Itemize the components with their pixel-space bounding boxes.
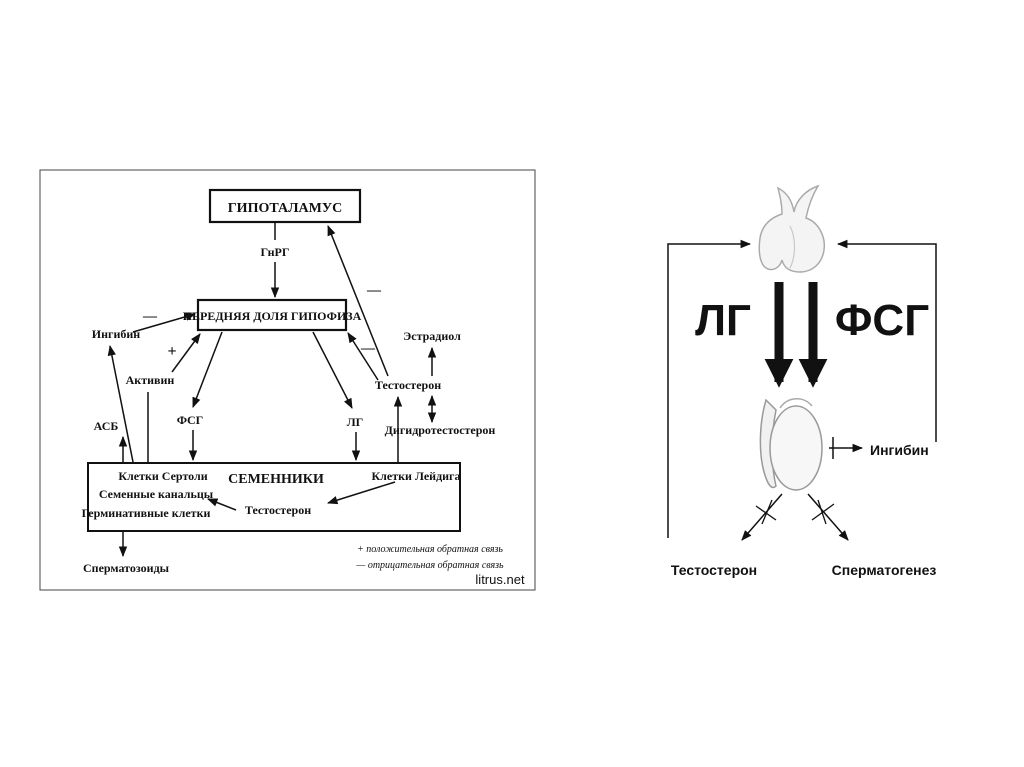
fsh-big-label: ФСГ <box>835 296 929 345</box>
spermatogenesis-cross-b <box>817 499 827 525</box>
sperm-label: Сперматозоиды <box>83 561 170 575</box>
testosterone-right-label: Тестостерон <box>671 562 757 578</box>
spermatogenesis-label: Сперматогенез <box>832 562 937 578</box>
testis-to-spermatogenesis-arrow <box>807 493 849 541</box>
inhibin-to-pituitary-arrow <box>132 312 197 333</box>
testosterone-cross-b <box>761 499 773 525</box>
estradiol-label: Эстрадиол <box>403 329 461 343</box>
testosterone-inner-label: Тестостерон <box>245 503 311 517</box>
lh-label: ЛГ <box>347 415 364 429</box>
left-diagram: ГИПОТАЛАМУС ГнРГ ПЕРЕДНЯЯ ДОЛЯ ГИПОФИЗА … <box>39 169 536 591</box>
leydig-to-testosterone-inner-arrow <box>326 481 396 505</box>
pituitary-label: ПЕРЕДНЯЯ ДОЛЯ ГИПОФИЗА <box>183 309 362 323</box>
dht-label: Дигидротестостерон <box>385 423 496 437</box>
legend-negative: — отрицательная обратная связь <box>355 560 504 571</box>
testes-label: СЕМЕННИКИ <box>228 472 324 487</box>
spermatogenesis-cross-a <box>811 503 835 521</box>
left-diagram-frame <box>39 169 536 591</box>
activin-to-pituitary-arrow <box>171 333 201 373</box>
testis-to-testosterone-arrow <box>741 493 783 541</box>
pituitary-to-lh-arrow <box>312 331 353 409</box>
testosterone-feedback-loop <box>667 239 752 538</box>
inhibin-right-label: Ингибин <box>870 442 929 458</box>
hypothalamus-label: ГИПОТАЛАМУС <box>228 201 342 216</box>
hypothalamus-box <box>208 188 362 224</box>
testes-to-inhibin-arrow <box>107 344 134 463</box>
inhibin-feedback-loop <box>836 239 937 442</box>
testosterone-to-tubules-arrow <box>207 498 237 511</box>
inhibin-minus-sign: — <box>142 309 158 324</box>
fsh-label: ФСГ <box>177 413 204 427</box>
testosterone-to-hypothalamus-arrow <box>327 225 389 377</box>
testes-box <box>87 462 461 532</box>
abp-label: АСБ <box>94 419 119 433</box>
lh-big-label: ЛГ <box>695 296 751 345</box>
germ-cells-label: Герминативные клетки <box>82 506 211 520</box>
sertoli-label: Клетки Сертоли <box>118 469 207 483</box>
pituitary-to-fsh-arrow <box>192 331 223 408</box>
gnrh-label: ГнРГ <box>260 245 289 259</box>
testis-icon <box>759 398 823 491</box>
pituitary-minus-sign: — <box>360 341 376 356</box>
tubules-label: Семенные канальцы <box>99 487 214 501</box>
hypothalamus-minus-sign: — <box>366 283 382 298</box>
pituitary-gland-icon <box>758 184 826 273</box>
activin-plus-sign: + <box>167 343 176 360</box>
legend-positive: + положительная обратная связь <box>357 544 503 555</box>
watermark: litrus.net <box>475 572 525 587</box>
testosterone-to-pituitary-arrow <box>347 332 379 381</box>
activin-label: Активин <box>126 373 175 387</box>
pituitary-box <box>196 298 348 332</box>
leydig-label: Клетки Лейдига <box>371 469 460 483</box>
testosterone-top-label: Тестостерон <box>375 378 441 392</box>
inhibin-label: Ингибин <box>92 327 141 341</box>
right-diagram: ЛГ ФСГ Ингибин Тестостерон Сперматогенез <box>667 184 937 578</box>
